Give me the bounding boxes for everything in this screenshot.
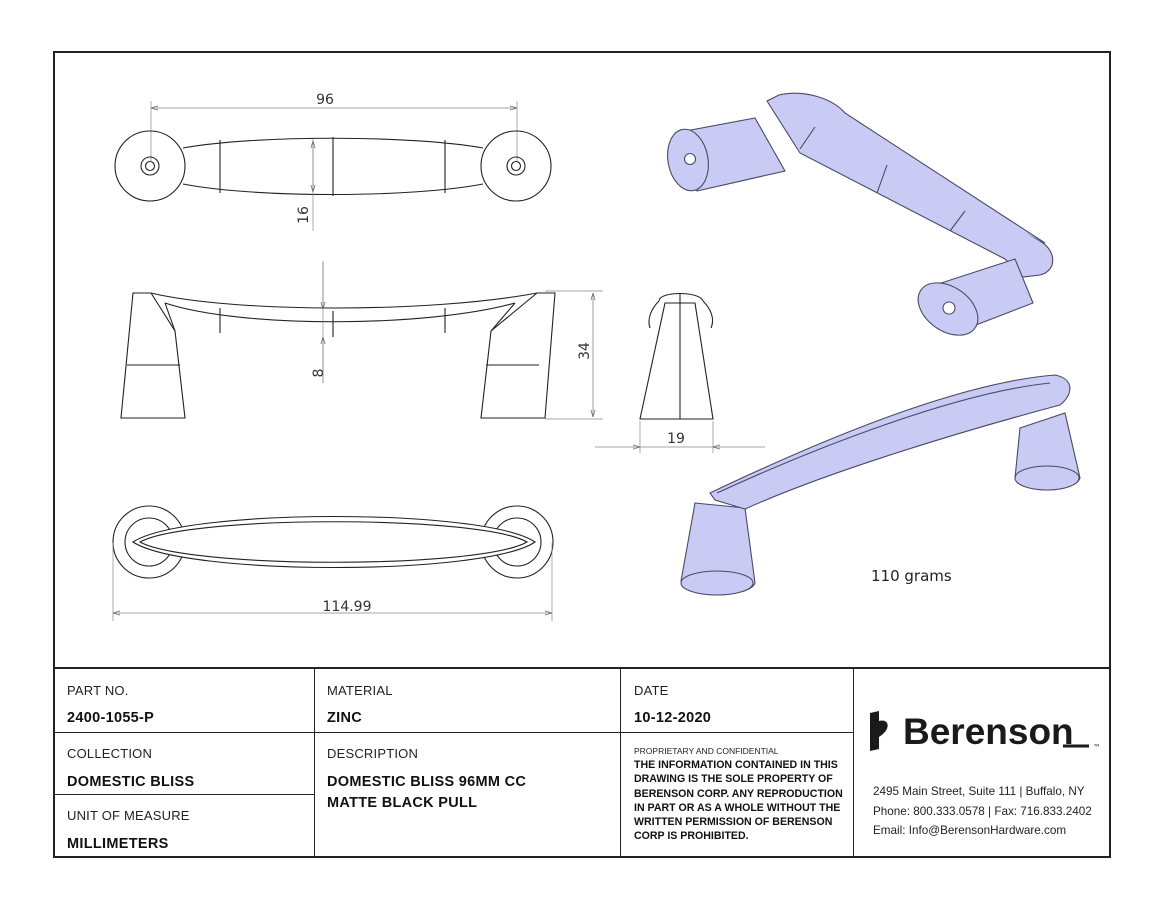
technical-drawing: 96 16 8: [112, 92, 1081, 621]
date-value: 10-12-2020: [634, 710, 712, 726]
proprietary-line: THE INFORMATION CONTAINED IN THIS: [634, 759, 838, 771]
proprietary-line: WRITTEN PERMISSION OF BERENSON: [634, 816, 833, 829]
weight-label: 110 grams: [871, 567, 952, 585]
berenson-logo-icon: Berenson ™: [870, 711, 1101, 752]
date-label: DATE: [634, 683, 669, 698]
proprietary-notice: THE INFORMATION CONTAINED IN THIS DRAWIN…: [634, 758, 849, 844]
company-phone: Phone: 800.333.0578 | Fax: 716.833.2402: [873, 804, 1092, 818]
isometric-render-lower: [680, 374, 1081, 596]
title-block: PART NO. 2400-1055-P MATERIAL ZINC DATE …: [55, 669, 1109, 856]
description-label: DESCRIPTION: [327, 746, 419, 761]
part-no-label: PART NO.: [67, 683, 129, 698]
unit-value: MILLIMETERS: [67, 836, 169, 852]
bottom-view: [112, 505, 554, 621]
proprietary-line: DRAWING IS THE SOLE PROPERTY OF: [634, 773, 833, 786]
part-no-value: 2400-1055-P: [67, 710, 155, 726]
proprietary-line: BERENSON CORP. ANY REPRODUCTION: [634, 787, 843, 800]
collection-label: COLLECTION: [67, 746, 153, 761]
trademark-mark: ™: [1093, 743, 1101, 752]
top-view: [114, 101, 552, 231]
side-view: [595, 292, 765, 453]
company-contact: 2495 Main Street, Suite 111 | Buffalo, N…: [873, 782, 1092, 841]
proprietary-line: CORP IS PROHIBITED.: [634, 830, 749, 843]
dim-top-length: 96: [316, 92, 334, 108]
dim-front-thickness: 8: [311, 369, 327, 378]
company-email: Email: Info@BerensonHardware.com: [873, 824, 1067, 837]
isometric-render-upper: [667, 92, 1054, 336]
dim-top-width: 16: [296, 206, 312, 224]
dim-front-height: 34: [577, 342, 593, 360]
drawing-sheet: 96 16 8: [53, 51, 1111, 858]
material-label: MATERIAL: [327, 683, 393, 698]
collection-value: DOMESTIC BLISS: [67, 774, 195, 790]
unit-label: UNIT OF MEASURE: [67, 808, 190, 823]
dim-bottom-length: 114.99: [323, 599, 372, 615]
description-line1: DOMESTIC BLISS 96MM CC: [327, 774, 527, 790]
dim-side-width: 19: [667, 431, 685, 447]
proprietary-line: IN PART OR AS A WHOLE WITHOUT THE: [634, 801, 841, 814]
description-line2: MATTE BLACK PULL: [327, 795, 478, 811]
company-name: Berenson: [903, 711, 1074, 752]
material-value: ZINC: [327, 710, 363, 726]
proprietary-heading: PROPRIETARY AND CONFIDENTIAL: [634, 746, 779, 756]
company-address: 2495 Main Street, Suite 111 | Buffalo, N…: [873, 785, 1085, 798]
front-view: [120, 261, 603, 420]
drawing-area: 96 16 8: [55, 53, 1109, 669]
company-logo: Berenson ™: [867, 709, 1107, 762]
